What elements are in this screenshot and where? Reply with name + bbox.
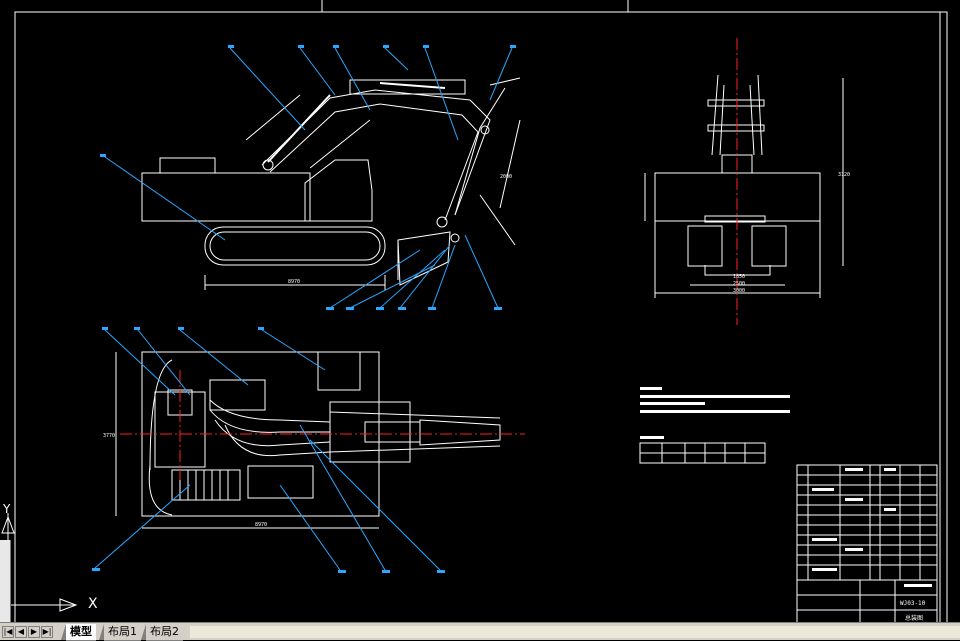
ucs-icon <box>0 513 78 612</box>
ucs-y-label: Y <box>3 502 11 516</box>
parameter-table <box>639 442 766 464</box>
cad-drawing-canvas[interactable]: 8970 2000 2500 1850 3000 3120 <box>0 0 960 622</box>
front-dim-track: 1850 <box>733 274 745 280</box>
tab-model[interactable]: 模型 <box>61 624 96 641</box>
top-dim-length: 8970 <box>255 522 267 528</box>
front-view <box>644 74 844 298</box>
technical-notes <box>640 387 790 413</box>
drawing-frame <box>14 11 948 622</box>
front-dim-height: 3120 <box>838 172 850 178</box>
side-view-excavator <box>141 77 521 290</box>
parameter-table-title <box>640 436 664 439</box>
drawing-number: WJ03-10 <box>900 600 926 607</box>
title-block <box>796 464 938 622</box>
front-dim-width: 2500 <box>733 281 745 287</box>
side-dim-length: 8970 <box>288 279 300 285</box>
tab-layout2[interactable]: 布局2 <box>141 624 183 641</box>
left-toolbar-strip[interactable] <box>0 540 11 622</box>
ucs-x-label: X <box>88 596 98 612</box>
nav-prev-button[interactable]: ◀ <box>15 626 27 638</box>
top-view-leader-tags <box>92 327 445 573</box>
sheet-title: 总装图 <box>905 614 923 622</box>
top-view-hatch <box>171 469 241 501</box>
top-view-leaders <box>94 329 441 571</box>
nav-first-button[interactable]: |◀ <box>2 626 14 638</box>
nav-next-button[interactable]: ▶ <box>28 626 40 638</box>
side-view-leader-tags <box>100 45 516 310</box>
side-view-leaders <box>104 47 513 309</box>
layout-tab-bar: |◀ ◀ ▶ ▶| 模型 布局1 布局2 <box>0 622 960 641</box>
tab-layout1[interactable]: 布局1 <box>99 624 141 641</box>
title-block-text-blocks <box>812 468 932 587</box>
horizontal-scrollbar[interactable] <box>190 626 960 638</box>
front-dim-overall: 3000 <box>733 288 745 294</box>
top-dim-width: 3770 <box>103 433 115 439</box>
nav-last-button[interactable]: ▶| <box>41 626 53 638</box>
top-view <box>115 351 501 529</box>
side-dim-height: 2000 <box>500 174 512 180</box>
